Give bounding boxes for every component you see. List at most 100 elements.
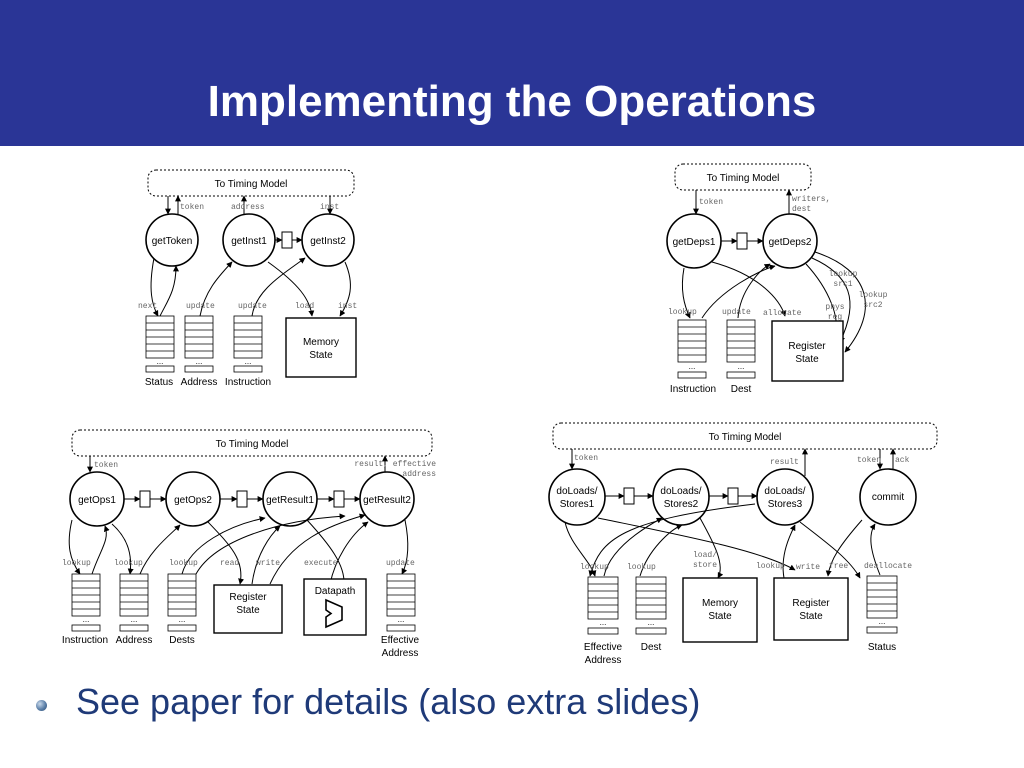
svg-text:doLoads/: doLoads/	[556, 486, 597, 497]
svg-text:Memory: Memory	[702, 598, 738, 609]
svg-text:Stores2: Stores2	[664, 499, 699, 510]
svg-text:getResult2: getResult2	[363, 495, 411, 506]
svg-text:Register: Register	[788, 341, 826, 352]
svg-text:update: update	[386, 559, 415, 568]
svg-text:State: State	[799, 611, 823, 622]
svg-text:dest: dest	[792, 205, 811, 214]
pipe-register	[281, 231, 293, 249]
svg-text:...: ...	[179, 615, 186, 624]
svg-text:Datapath: Datapath	[315, 586, 356, 597]
svg-text:update: update	[186, 302, 215, 311]
svg-text:...: ...	[879, 617, 886, 626]
svg-text:...: ...	[689, 362, 696, 371]
svg-text:phys: phys	[825, 303, 844, 312]
state-box-register-2	[773, 577, 849, 641]
timing-label-fetch: To Timing Model	[215, 179, 288, 190]
svg-text:result, effective: result, effective	[354, 460, 436, 469]
execute-queues	[71, 573, 416, 632]
svg-text:State: State	[795, 354, 819, 365]
svg-text:...: ...	[245, 357, 252, 366]
svg-text:load: load	[295, 302, 314, 311]
svg-text:src1: src1	[833, 280, 852, 289]
svg-text:deallocate: deallocate	[864, 562, 912, 571]
timing-box-execute	[71, 429, 433, 457]
timing-box-fetch	[147, 169, 355, 197]
svg-text:ack: ack	[895, 456, 910, 465]
state-box-register	[771, 320, 844, 382]
svg-text:State: State	[708, 611, 732, 622]
decode-queues	[677, 319, 756, 379]
svg-text:Dest: Dest	[731, 384, 752, 395]
svg-text:getDeps1: getDeps1	[673, 237, 716, 248]
node-doloads-stores1	[548, 468, 606, 526]
memory-queues	[587, 575, 898, 635]
svg-text:Address: Address	[181, 377, 218, 388]
svg-text:getOps2: getOps2	[174, 495, 212, 506]
svg-text:Effective: Effective	[584, 642, 623, 653]
svg-text:Stores1: Stores1	[560, 499, 595, 510]
node-commit	[859, 468, 917, 526]
svg-text:token: token	[180, 203, 204, 212]
svg-text:load/: load/	[693, 551, 717, 560]
svg-text:token: token	[699, 198, 723, 207]
svg-text:lookup: lookup	[668, 308, 697, 317]
decode-text: To Timing Model getDeps1 getDeps2 token …	[668, 173, 888, 395]
svg-text:Address: Address	[382, 648, 419, 659]
svg-text:...: ...	[83, 615, 90, 624]
execute-diagram	[68, 429, 433, 636]
svg-text:writers,: writers,	[792, 195, 830, 204]
svg-text:lookup: lookup	[114, 559, 143, 568]
node-doloads-stores2	[652, 468, 710, 526]
svg-text:getInst1: getInst1	[231, 236, 267, 247]
svg-text:read: read	[220, 559, 239, 568]
svg-text:allocate: allocate	[763, 309, 802, 318]
svg-text:update: update	[238, 302, 267, 311]
svg-text:getDeps2: getDeps2	[769, 237, 812, 248]
svg-text:State: State	[309, 350, 333, 361]
svg-text:Dest: Dest	[641, 642, 662, 653]
svg-text:store: store	[693, 561, 717, 570]
svg-text:getResult1: getResult1	[266, 495, 314, 506]
svg-text:Address: Address	[116, 635, 153, 646]
svg-text:commit: commit	[872, 492, 904, 503]
svg-text:Instruction: Instruction	[62, 635, 108, 646]
svg-text:Register: Register	[792, 598, 830, 609]
svg-text:...: ...	[131, 615, 138, 624]
state-box-memory	[285, 317, 357, 378]
svg-text:Stores3: Stores3	[768, 499, 803, 510]
svg-text:...: ...	[648, 618, 655, 627]
svg-text:Address: Address	[585, 655, 622, 666]
svg-text:lookup: lookup	[62, 559, 91, 568]
svg-text:address: address	[231, 203, 265, 212]
svg-text:To Timing Model: To Timing Model	[709, 432, 782, 443]
svg-text:reg: reg	[828, 313, 843, 322]
svg-text:next: next	[138, 302, 157, 311]
node-doloads-stores3	[756, 468, 814, 526]
title-bar	[0, 0, 1024, 146]
svg-text:src2: src2	[863, 301, 882, 310]
svg-text:Status: Status	[868, 642, 896, 653]
svg-text:token: token	[94, 461, 118, 470]
state-box-register-execute	[213, 584, 283, 634]
svg-text:lookup: lookup	[169, 559, 198, 568]
svg-text:update: update	[722, 308, 751, 317]
svg-text:Instruction: Instruction	[225, 377, 271, 388]
svg-text:State: State	[236, 605, 260, 616]
svg-text:getToken: getToken	[152, 236, 193, 247]
svg-text:getOps1: getOps1	[78, 495, 116, 506]
svg-text:Instruction: Instruction	[670, 384, 716, 395]
timing-box-decode	[674, 163, 812, 191]
fetch-diagram	[145, 169, 357, 378]
node-gettoken	[145, 213, 199, 267]
svg-text:...: ...	[196, 357, 203, 366]
execute-text: To Timing Model getOps1 getOps2 getResul…	[62, 439, 436, 659]
svg-text:Memory: Memory	[303, 337, 339, 348]
svg-text:Dests: Dests	[169, 635, 195, 646]
svg-text:To Timing Model: To Timing Model	[707, 173, 780, 184]
memory-diagram	[548, 422, 938, 643]
memory-text: To Timing Model doLoads/ Stores1 doLoads…	[556, 432, 912, 666]
svg-text:Status: Status	[145, 377, 173, 388]
svg-text:address: address	[402, 470, 436, 479]
svg-text:Register: Register	[229, 592, 267, 603]
svg-text:write: write	[256, 559, 280, 568]
